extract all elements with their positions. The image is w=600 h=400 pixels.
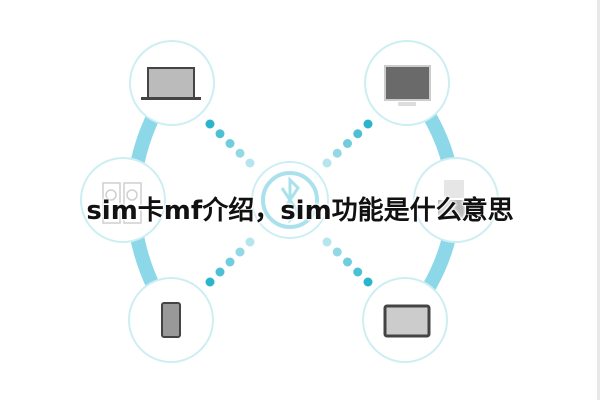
speaker-node	[80, 157, 166, 243]
connection-dot	[205, 277, 215, 287]
connection-dot	[215, 267, 225, 277]
connection-dot	[353, 129, 363, 139]
connection-dot	[363, 277, 373, 287]
connection-dot	[343, 139, 352, 148]
connection-dot	[225, 139, 235, 148]
connection-dot	[332, 148, 342, 158]
connection-dot	[353, 267, 363, 277]
tablet-icon	[383, 304, 431, 338]
smartphone-icon	[161, 302, 181, 338]
connection-dot	[332, 247, 342, 257]
connection-dot	[225, 257, 235, 267]
connection-dot	[245, 158, 255, 168]
bluetooth-ring	[261, 171, 319, 229]
connection-dot	[205, 119, 215, 129]
edge-strip	[597, 0, 600, 400]
laptop-icon	[141, 67, 201, 100]
printer-icon	[438, 180, 472, 218]
connection-dot	[235, 247, 245, 257]
connection-dot	[322, 158, 332, 168]
connection-dot	[245, 237, 255, 247]
bluetooth-icon	[280, 176, 300, 224]
article-title: sim卡mf介绍，sim功能是什么意思	[86, 196, 514, 226]
connection-dot	[235, 148, 245, 158]
connection-dot	[343, 257, 352, 267]
connection-dot	[322, 237, 332, 247]
speaker-icon	[102, 182, 142, 224]
connection-dot	[363, 119, 373, 129]
connection-dots	[205, 119, 373, 287]
connection-dot	[215, 129, 225, 139]
desktop-monitor-icon	[384, 65, 431, 106]
